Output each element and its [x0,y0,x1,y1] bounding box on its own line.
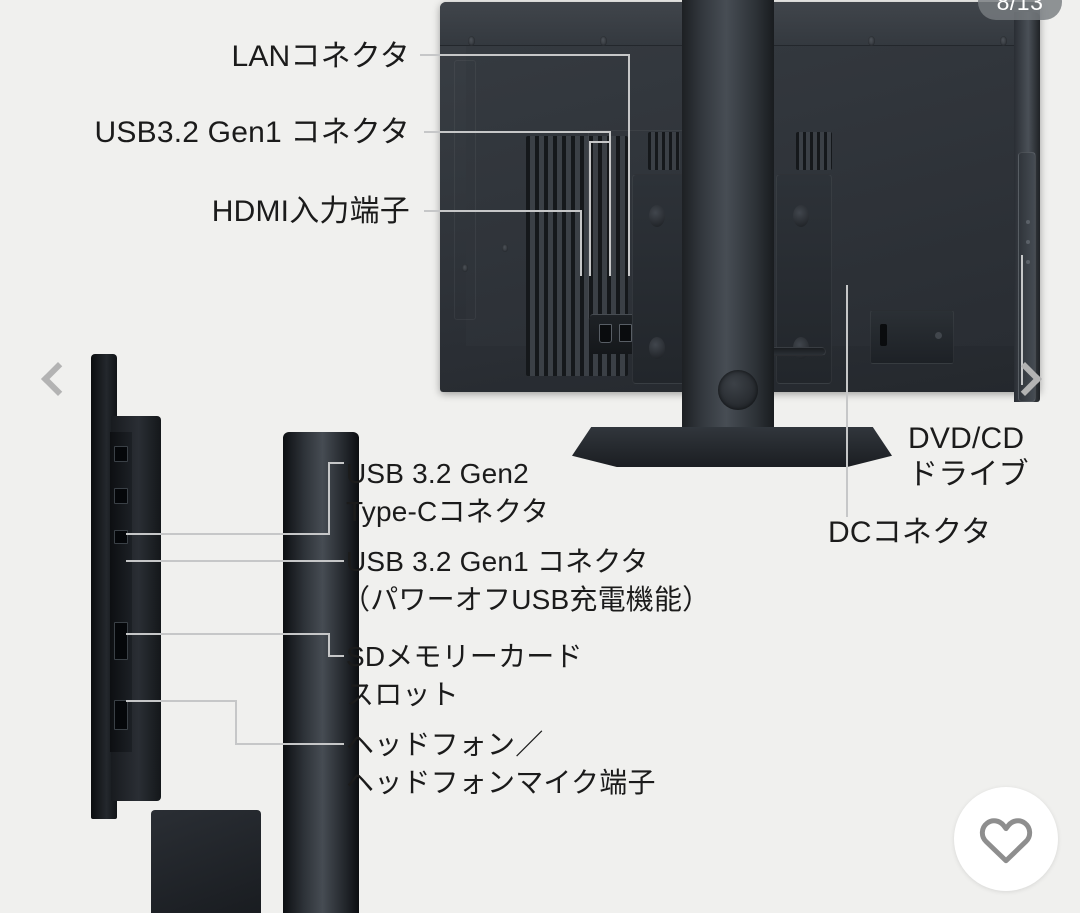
callout-dvd-cd-drive-line2: ドライブ [908,458,1029,491]
chevron-right-icon [1008,362,1042,396]
leader-audio-v [235,700,237,744]
leader-usbc-h [126,533,328,535]
callout-hdmi-input: HDMI入力端子 [211,195,410,228]
sd-card-slot [114,622,128,660]
rear-stand-base [572,427,892,467]
leader-dc-v [846,285,848,517]
leader-lan-h [420,54,630,56]
callout-usb-c-line1: USB 3.2 Gen2 [346,458,529,489]
prev-image-button[interactable] [38,362,78,405]
usb-extra-port [114,530,128,544]
leader-usb31-v2 [589,142,591,276]
leader-audio-h [126,700,236,702]
cable-routing-hole [718,370,758,410]
leader-usb31-h [424,131,611,133]
callout-sd-slot-line1: SDメモリーカード [346,641,583,672]
callout-lan-connector: LANコネクタ [231,40,410,73]
side-stand-column [283,432,359,913]
image-counter-badge: 8/13 [978,0,1062,20]
callout-headphone-line1: ヘッドフォン／ [346,729,544,760]
leader-usbc-tip [328,462,344,464]
usb-port-1 [619,324,632,342]
usb-c-port [114,446,128,462]
leader-usbgen1-h [126,560,344,562]
callout-usb32-gen1-connector: USB3.2 Gen1 コネクタ [94,116,410,149]
leader-sd-h [126,633,328,635]
next-image-button[interactable] [1005,362,1045,405]
dc-connector [870,310,954,364]
leader-audio-h2 [235,743,344,745]
leader-usb31-v [609,131,611,276]
callout-usb-c-line2: Type-Cコネクタ [346,496,550,527]
leader-lan-v [628,54,630,276]
callout-usb-gen1-line2: （パワーオフUSB充電機能） [342,584,711,615]
leader-usb31-h2 [589,141,611,143]
callout-dvd-cd-drive-line1: DVD/CD [908,422,1025,455]
leader-hdmi-h [424,210,582,212]
leader-hdmi-v [580,210,582,276]
headphone-jack [114,700,128,730]
chevron-left-icon [41,362,75,396]
leader-sd-v [328,633,330,656]
side-foot-block [151,810,261,913]
heart-outline-icon [979,818,1033,864]
favorite-button[interactable] [954,787,1058,891]
hdmi-port [599,324,612,343]
usb-gen1-port [114,488,128,504]
leader-sd-tip [328,655,344,657]
right-bezel [1014,12,1040,402]
callout-headphone-line2: ヘッドフォンマイク端子 [346,767,656,798]
callout-usb-gen1-line1: USB 3.2 Gen1 コネクタ [346,546,649,577]
callout-sd-slot-line2: スロット [346,679,459,710]
side-view-photo [55,340,375,913]
callout-dc-connector: DCコネクタ [828,516,992,549]
side-port-column [110,432,132,752]
rear-view-photo [430,0,1050,482]
leader-usbc-v [328,462,330,535]
leader-dvd-v [1021,255,1023,385]
